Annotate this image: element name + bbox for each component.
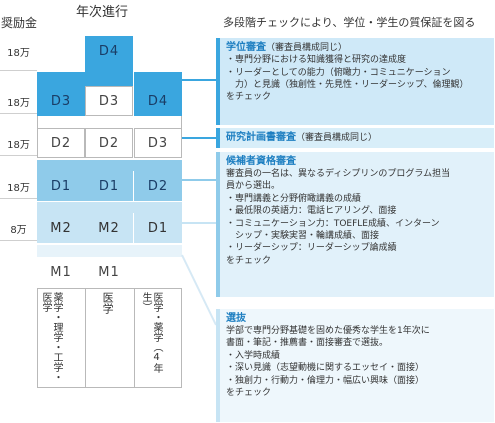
candidate-title: 候補者資格審査 [226,156,296,167]
selection-line-1: 学部で専門分野基礎を固めた優秀な学生を1年次に [226,326,430,336]
scholarship-header: 奨励金 [1,16,38,30]
candidate-line-2: 員から選出。 [226,181,281,192]
degree-line-1: ・専門分野における知識獲得と研究の達成度 [226,55,407,66]
selection-line-6: をチェック [226,388,272,399]
candidate-line-1: 審査員の一名は、異なるディシプリンのプログラム担当 [226,169,451,179]
amount-2: 18万 [7,97,30,109]
cell-d2-col2: D2 [85,128,133,158]
cell-d3-col1: D3 [37,86,85,116]
cell-d3-col2: D3 [85,86,133,116]
entry-col1: 薬学・理学・工学・医学 [40,292,62,382]
degree-review-title: 学位審査 [226,42,266,53]
candidate-review-box: 候補者資格審査 審査員の一名は、異なるディシプリンのプログラム担当 員から選出。… [216,152,494,297]
cell-d3-col3: D3 [134,128,182,158]
degree-line-4: をチェック [226,92,272,103]
cell-m2-col1: M2 [37,213,85,243]
cell-m2-col2: M2 [85,213,133,243]
cell-m1-col2: M1 [85,257,133,287]
degree-line-2: ・リーダーとしての能力（俯瞰力・コミュニケーション [226,67,451,78]
entry-col2: 医学 [101,292,115,314]
research-plan-title: 研究計画書審査 [226,132,296,143]
selection-line-3: ・入学時成績 [226,350,281,361]
connector-lines [181,79,217,326]
amount-3: 18万 [7,139,30,151]
caption: 多段階チェックにより、学位・学生の質保証を図る [223,16,476,29]
selection-title: 選抜 [226,313,246,324]
cell-d2-col1: D2 [37,128,85,158]
candidate-line-7: ・リーダーシップ：リーダーシップ論成績 [226,243,397,254]
candidate-line-3: ・専門講義と分野俯瞰講義の成績 [226,193,362,204]
cell-d1-col3: D1 [134,213,182,243]
candidate-line-4: ・最低限の英語力：電話ヒアリング、面接 [226,206,397,217]
degree-review-box: 学位審査（審査員構成同じ） ・専門分野における知識獲得と研究の達成度 ・リーダー… [216,38,494,125]
candidate-line-6: シップ・実験実習・輪講成績、面接 [226,231,380,242]
selection-line-2: 書面・筆記・推薦書・面接審査で選抜。 [226,338,389,349]
degree-review-sub: （審査員構成同じ） [266,43,348,53]
degree-line-3: 力）と見識（独創性・先見性・リーダーシップ、倫理観） [226,80,469,91]
research-plan-box: 研究計画書審査（審査員構成同じ） [216,128,494,148]
annual-progress-header: 年次進行 [76,5,129,20]
selection-box: 選抜 学部で専門分野基礎を固めた優秀な学生を1年次に 書面・筆記・推薦書・面接審… [216,309,494,422]
amount-1: 18万 [7,47,30,59]
candidate-line-5: ・コミュニケーション力：TOEFLE成績、インターン [226,218,440,229]
amount-5: 8万 [10,224,27,236]
cell-d4-col3: D4 [134,86,182,116]
selection-line-5: ・独創力・行動力・倫理力・幅広い興味（面接） [226,375,425,386]
cell-d1-col1: D1 [37,171,85,201]
cell-d2-col3: D2 [134,171,182,201]
selection-line-4: ・深い見識（志望動機に関するエッセイ・面接） [226,363,425,374]
research-plan-sub: （審査員構成同じ） [296,133,378,143]
cell-m1-col1: M1 [37,257,85,287]
candidate-line-8: をチェック [226,255,272,266]
entry-col3: 医学・薬学（4年生） [140,292,162,373]
cell-d4-col2: D4 [85,36,133,66]
amount-4: 18万 [7,182,30,194]
cell-d1-col2: D1 [85,171,133,201]
